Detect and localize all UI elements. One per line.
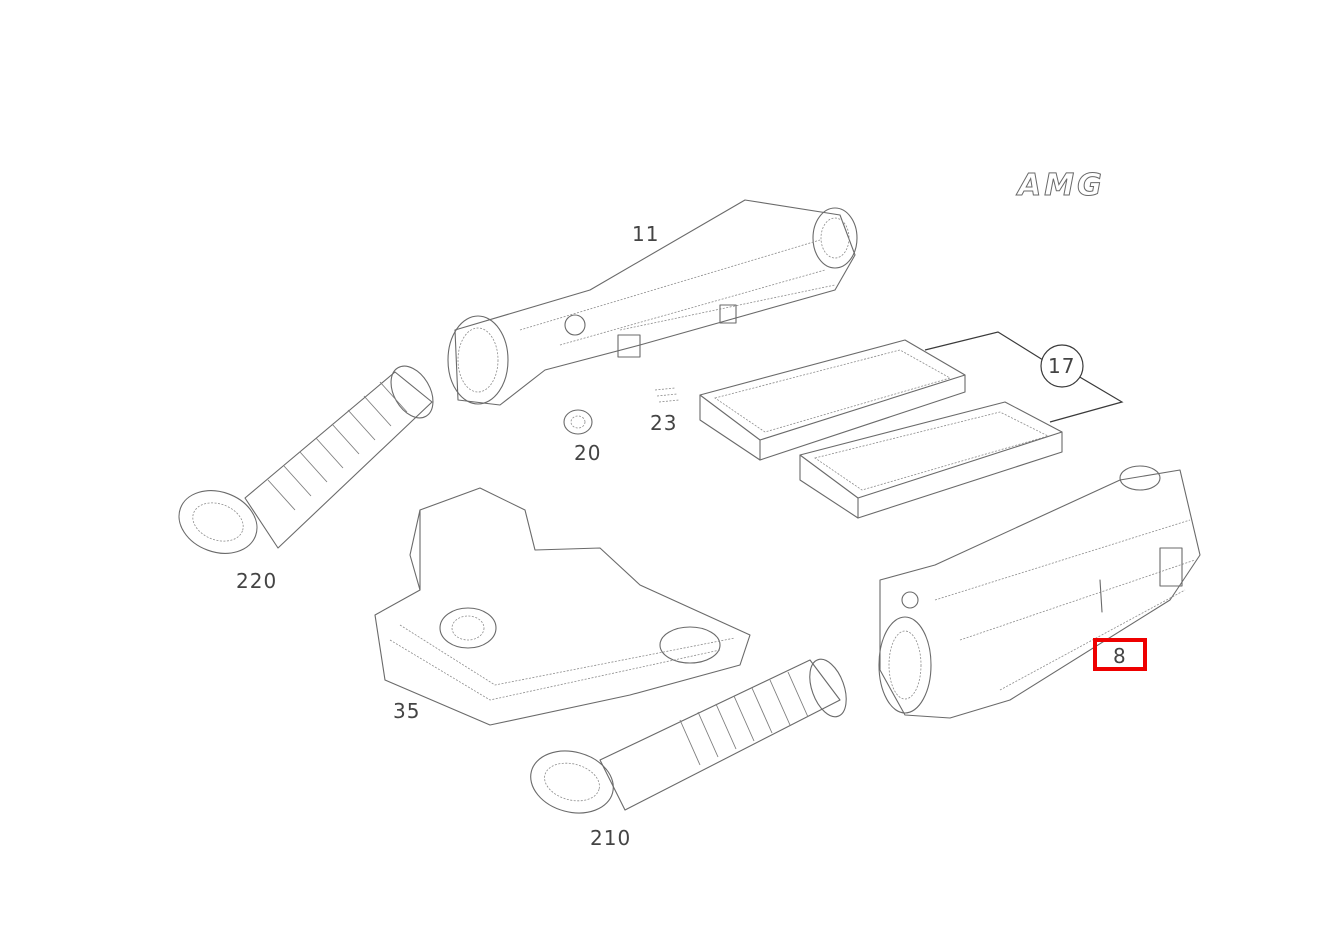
callout-17[interactable]: 17	[1048, 354, 1075, 378]
callout-220[interactable]: 220	[236, 569, 277, 593]
amg-logo-text: AMG	[1016, 168, 1105, 203]
callout-210[interactable]: 210	[590, 826, 631, 850]
part-17-callout-circle	[1040, 344, 1084, 388]
part-210-hose[interactable]	[524, 654, 854, 822]
part-20-grommet[interactable]	[563, 409, 593, 435]
part-17-leaders	[924, 331, 1124, 423]
part-35-air-box[interactable]	[374, 487, 751, 726]
callout-35[interactable]: 35	[393, 699, 420, 723]
part-17-air-filters[interactable]	[699, 339, 1063, 519]
amg-logo: AMG	[1016, 168, 1105, 204]
part-8-highlight-box	[1093, 638, 1147, 671]
part-220-hose[interactable]	[170, 359, 441, 564]
part-23-clip[interactable]	[654, 387, 680, 403]
callout-20[interactable]: 20	[574, 441, 601, 465]
callout-23[interactable]: 23	[650, 411, 677, 435]
callout-11[interactable]: 11	[632, 222, 659, 246]
part-11-intake-duct[interactable]	[447, 199, 858, 406]
callout-8[interactable]: 8	[1113, 644, 1127, 668]
part-8-intake-duct[interactable]	[878, 465, 1201, 719]
